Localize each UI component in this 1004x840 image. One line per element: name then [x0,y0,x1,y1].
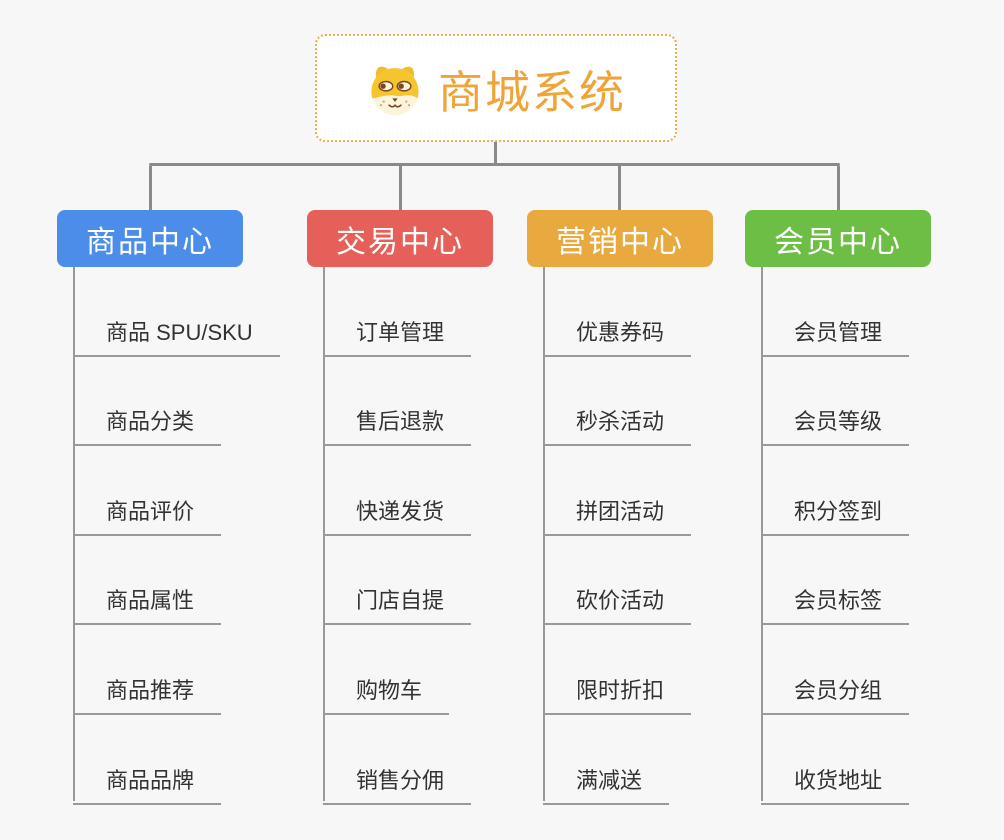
child-row: 积分签到 [761,446,931,536]
connector-drop-3 [618,166,621,210]
child-node[interactable]: 订单管理 [323,315,472,357]
child-row: 砍价活动 [543,536,713,626]
branch-children: 优惠券码秒杀活动拼团活动砍价活动限时折扣满减送 [543,267,713,805]
branch-children: 订单管理售后退款快递发货门店自提购物车销售分佣 [323,267,493,805]
child-node[interactable]: 商品 SPU/SKU [73,315,280,357]
child-row: 商品 SPU/SKU [73,267,280,357]
branch-trunk-line [73,267,75,801]
child-row: 商品推荐 [73,625,243,715]
child-row: 会员标签 [761,536,931,626]
child-node[interactable]: 会员管理 [761,315,910,357]
child-row: 购物车 [323,625,493,715]
child-node[interactable]: 商品品牌 [73,763,222,805]
branch-trunk-line [543,267,545,801]
connector-horizontal-bar [149,163,840,166]
child-row: 会员管理 [761,267,931,357]
child-node[interactable]: 售后退款 [323,404,472,447]
branch-node[interactable]: 营销中心 [527,210,713,267]
child-row: 秒杀活动 [543,357,713,447]
child-node[interactable]: 门店自提 [323,583,472,626]
branch-label: 交易中心 [336,225,464,259]
branch-trunk-line [323,267,325,801]
child-node[interactable]: 砍价活动 [543,583,692,626]
child-node[interactable]: 秒杀活动 [543,404,692,447]
branch-node[interactable]: 交易中心 [307,210,493,267]
branch-children: 会员管理会员等级积分签到会员标签会员分组收货地址 [761,267,931,805]
connector-root-stem [494,142,497,163]
child-row: 门店自提 [323,536,493,626]
root-title: 商城系统 [437,66,626,118]
child-row: 满减送 [543,715,713,805]
child-row: 商品属性 [73,536,243,626]
child-row: 拼团活动 [543,446,713,536]
child-node[interactable]: 商品属性 [73,583,222,626]
child-row: 订单管理 [323,267,493,357]
connector-drop-4 [837,166,840,210]
child-node[interactable]: 收货地址 [761,763,910,805]
child-row: 会员分组 [761,625,931,715]
child-node[interactable]: 快递发货 [323,494,472,536]
child-node[interactable]: 购物车 [323,673,450,715]
branch-children: 商品 SPU/SKU 商品分类商品评价商品属性商品推荐商品品牌 [73,267,280,805]
child-row: 商品品牌 [73,715,243,805]
connector-drop-1 [149,166,152,210]
child-row: 快递发货 [323,446,493,536]
child-node[interactable]: 商品分类 [73,404,222,447]
child-node[interactable]: 拼团活动 [543,494,692,536]
branch: 交易中心 订单管理售后退款快递发货门店自提购物车销售分佣 [307,210,493,805]
child-node[interactable]: 会员标签 [761,583,910,626]
child-node[interactable]: 积分签到 [761,494,910,536]
child-row: 商品分类 [73,357,243,447]
branch: 会员中心 会员管理会员等级积分签到会员标签会员分组收货地址 [745,210,931,805]
child-node[interactable]: 会员分组 [761,673,910,715]
child-row: 商品评价 [73,446,243,536]
child-row: 售后退款 [323,357,493,447]
child-row: 收货地址 [761,715,931,805]
child-row: 限时折扣 [543,625,713,715]
branch: 营销中心 优惠券码秒杀活动拼团活动砍价活动限时折扣满减送 [527,210,713,805]
child-node[interactable]: 商品评价 [73,494,222,536]
branch-label: 会员中心 [774,225,902,259]
child-node[interactable]: 满减送 [543,763,670,805]
child-row: 销售分佣 [323,715,493,805]
child-node[interactable]: 会员等级 [761,404,910,447]
branch-node[interactable]: 商品中心 [57,210,243,267]
branch-label: 营销中心 [556,225,684,259]
dog-face-icon [366,59,424,117]
child-node[interactable]: 商品推荐 [73,673,222,715]
child-node[interactable]: 优惠券码 [543,315,692,357]
root-node[interactable]: 商城系统 [315,34,677,142]
branch: 商品中心 商品 SPU/SKU 商品分类商品评价商品属性商品推荐商品品牌 [57,210,280,805]
connector-drop-2 [399,166,402,210]
branch-node[interactable]: 会员中心 [745,210,931,267]
child-row: 会员等级 [761,357,931,447]
branch-label: 商品中心 [86,225,214,259]
child-node[interactable]: 限时折扣 [543,673,692,715]
branch-trunk-line [761,267,763,801]
child-row: 优惠券码 [543,267,713,357]
child-node[interactable]: 销售分佣 [323,763,472,805]
